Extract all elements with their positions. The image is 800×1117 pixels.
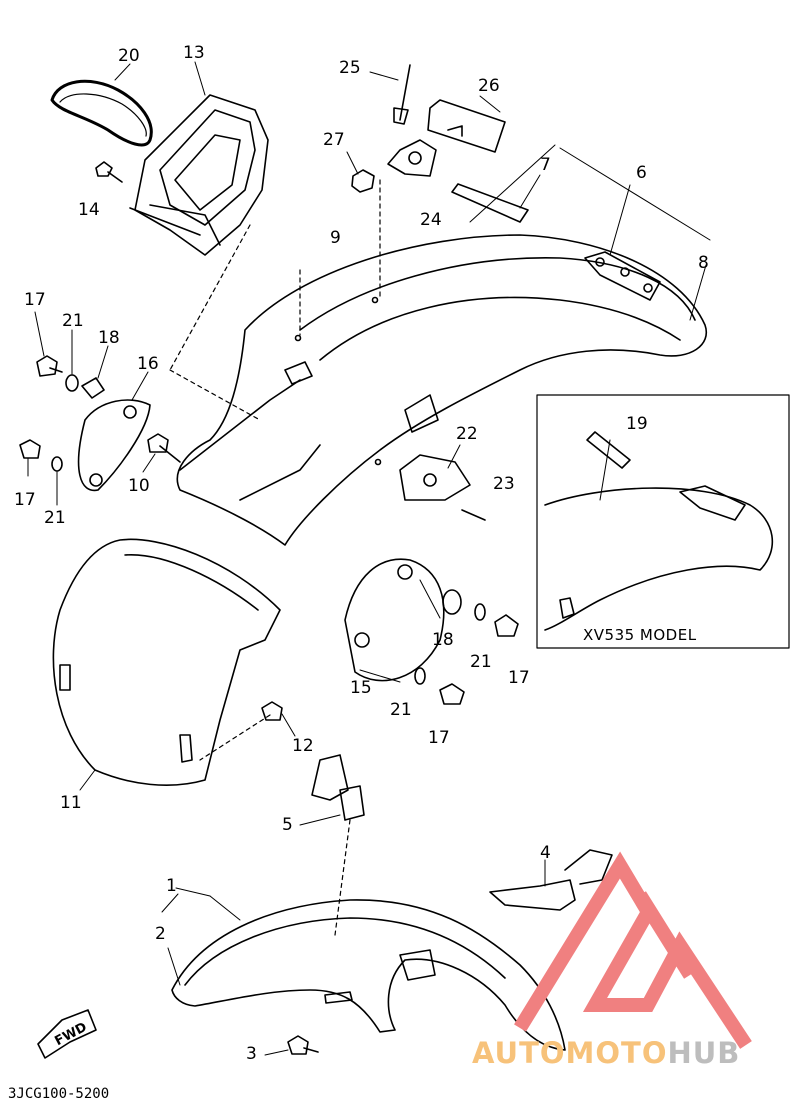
callout-21-d: 21 — [390, 700, 412, 720]
callout-9: 9 — [330, 228, 341, 248]
reflector-26 — [427, 99, 506, 153]
callout-21-c: 21 — [470, 652, 492, 672]
callout-24: 24 — [420, 210, 442, 230]
callout-17-b: 17 — [14, 490, 36, 510]
callout-17-d: 17 — [428, 728, 450, 748]
callout-2: 2 — [155, 924, 166, 944]
callout-11: 11 — [60, 793, 82, 813]
callout-26: 26 — [478, 76, 500, 96]
watermark-text: AUTOMOTOHUB — [472, 1036, 740, 1070]
inset-caption: XV535 MODEL — [583, 626, 697, 644]
callout-27: 27 — [323, 130, 345, 150]
emblem-7 — [451, 183, 529, 223]
callout-1: 1 — [166, 876, 177, 896]
callout-18-b: 18 — [432, 630, 454, 650]
callout-3: 3 — [246, 1044, 257, 1064]
callout-17-a: 17 — [24, 290, 46, 310]
callout-20: 20 — [118, 46, 140, 66]
seal-ring — [50, 79, 153, 147]
callout-7: 7 — [540, 155, 551, 175]
bracket-16 — [77, 399, 151, 492]
callout-17-c: 17 — [508, 668, 530, 688]
callout-12: 12 — [292, 736, 314, 756]
callout-18-a: 18 — [98, 328, 120, 348]
callout-4: 4 — [540, 843, 551, 863]
callout-21-b: 21 — [44, 508, 66, 528]
rear-fender — [176, 234, 708, 546]
inset-box — [536, 394, 790, 649]
rear-fender-lower — [171, 899, 566, 1051]
callout-14: 14 — [78, 200, 100, 220]
callout-13: 13 — [183, 43, 205, 63]
watermark-text-b: HUB — [667, 1036, 741, 1070]
callout-21-a: 21 — [62, 311, 84, 331]
callout-25: 25 — [339, 58, 361, 78]
callout-19: 19 — [626, 414, 648, 434]
callout-8: 8 — [698, 253, 709, 273]
callout-22: 22 — [456, 424, 478, 444]
callout-23: 23 — [493, 474, 515, 494]
callout-5: 5 — [282, 815, 293, 835]
callout-16: 16 — [137, 354, 159, 374]
flap-13 — [134, 94, 269, 256]
callout-6: 6 — [636, 163, 647, 183]
callout-10: 10 — [128, 476, 150, 496]
callout-15: 15 — [350, 678, 372, 698]
watermark-text-a: AUTOMOTO — [472, 1036, 668, 1070]
bracket-15 — [344, 558, 445, 682]
diagram-code: 3JCG100-5200 — [8, 1086, 110, 1102]
front-fender-11 — [52, 538, 281, 786]
watermark-logo — [514, 851, 752, 1049]
